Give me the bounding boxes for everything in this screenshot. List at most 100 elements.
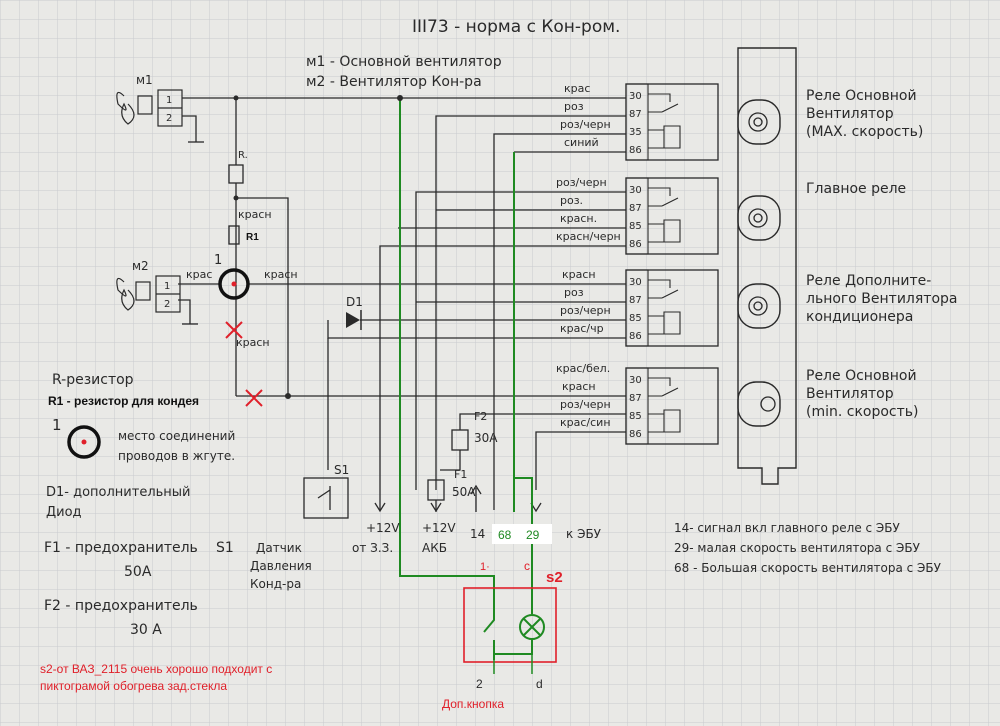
relay3-name-line2: льного Вентилятора <box>806 291 957 307</box>
wire-labels: крас роз роз/черн синий роз/черн роз. кр… <box>186 82 621 429</box>
wire-r2-86: красн/черн <box>556 230 621 243</box>
relay1-name-line3: (MAX. скорость) <box>806 124 923 140</box>
legend-s1-line1: Датчик <box>256 541 302 555</box>
wire-r1-86: синий <box>564 136 599 149</box>
wire-r4-85: роз/черн <box>560 398 611 411</box>
relay1-pin-35: 35 <box>629 127 642 138</box>
m1-pin-1: 1 <box>166 95 172 106</box>
relay4-pin-87: 87 <box>629 393 642 404</box>
wire-r3-85: роз/черн <box>560 304 611 317</box>
legend-r: R-резистор <box>52 372 134 388</box>
relay4-name-line1: Реле Основной <box>806 368 917 384</box>
relay-fan-max: 30 87 35 86 <box>625 83 719 161</box>
d1-label: D1 <box>346 295 363 309</box>
relay2-pin-30: 30 <box>629 185 642 196</box>
m2-legend: м2 - Вентилятор Кон-ра <box>306 74 482 90</box>
legend-f2-line2: 30 А <box>130 622 162 638</box>
cut-mark-icon <box>225 321 263 407</box>
relay-fan-min: 30 87 85 86 <box>625 367 719 445</box>
relay1-pin-30: 30 <box>629 91 642 102</box>
diagram-title: ІІІ73 - норма с Кон-ром. <box>412 17 620 37</box>
wire-r4-87: красн <box>562 380 596 393</box>
wire-r2-87: роз. <box>560 194 583 207</box>
legend-d1-line2: Диод <box>46 505 82 520</box>
relay-names: Реле Основной Вентилятор (MAX. скорость)… <box>806 88 957 420</box>
terminal-14: 14 <box>470 527 485 541</box>
wire-r1-35: роз/черн <box>560 118 611 131</box>
r-label: R. <box>238 150 248 161</box>
terminal-68: 68 <box>498 528 512 542</box>
f1-label: F1 <box>454 468 467 481</box>
s2-pin-2: 2 <box>476 677 483 691</box>
relay-main: 30 87 85 86 <box>625 177 719 255</box>
relay4-pin-86: 86 <box>629 429 642 440</box>
relay3-pin-87: 87 <box>629 295 642 306</box>
relay1-name-line2: Вентилятор <box>806 106 894 122</box>
m2-label: м2 <box>132 259 149 273</box>
dop-button-label: Доп.кнопка <box>442 697 504 711</box>
legend: R-резистор R1 - резистор для кондея 1 ме… <box>44 372 312 638</box>
relay3-name-line1: Реле Дополните- <box>806 273 931 289</box>
cross-wire-label: красн <box>236 336 270 349</box>
motor-m1 <box>116 89 183 127</box>
terminal-akb: АКБ <box>422 541 447 555</box>
motor-m2 <box>116 275 181 313</box>
legend-junction-line2: проводов в жгуте. <box>118 449 235 463</box>
diode-d1: D1 <box>346 295 363 330</box>
f2-value: 30А <box>474 431 498 445</box>
wire-krasn-r1: красн <box>238 208 272 221</box>
m2-pin-2: 2 <box>164 299 170 310</box>
wire-r1-87: роз <box>564 100 584 113</box>
terminal-12v-akb: +12V <box>422 521 456 535</box>
junction-dots <box>233 95 403 399</box>
ecu-notes: 14- сигнал вкл главного реле с ЭБУ 29- м… <box>674 521 942 575</box>
wire-r2-30: роз/черн <box>556 176 607 189</box>
terminal-from-zz: от З.З. <box>352 541 393 555</box>
relay4-pin-85: 85 <box>629 411 642 422</box>
s2-note-line2: пиктограмой обогрева зад.стекла <box>40 679 227 693</box>
m2-pin-1: 1 <box>164 281 170 292</box>
relay1-pin-87: 87 <box>629 109 642 120</box>
legend-junction-line1: место соединений <box>118 429 235 443</box>
legend-d1-line1: D1- дополнительный <box>46 485 191 500</box>
wire-r1-30: крас <box>564 82 590 95</box>
legend-f1-line1: F1 - предохранитель <box>44 540 198 556</box>
green-wiring <box>399 98 533 606</box>
s2-pin-d: d <box>536 677 543 691</box>
ecu-note-68: 68 - Большая скорость вентилятора с ЭБУ <box>674 561 942 575</box>
legend-f1-line2: 50А <box>124 564 152 580</box>
f2-label: F2 <box>474 410 487 423</box>
legend-junction-num: 1 <box>52 416 62 434</box>
wire-r3-30: красн <box>562 268 596 281</box>
relay3-name-line3: кондиционера <box>806 309 913 325</box>
switch-s2 <box>463 587 557 674</box>
ecu-note-14: 14- сигнал вкл главного реле с ЭБУ <box>674 521 901 535</box>
relay2-pin-85: 85 <box>629 221 642 232</box>
legend-f2-line1: F2 - предохранитель <box>44 598 198 614</box>
wire-krasn-m2: красн <box>264 268 298 281</box>
legend-s1-line2: Давления <box>250 559 312 573</box>
terminal-to-ecu: к ЭБУ <box>566 527 602 541</box>
s2-pin-c: с <box>524 559 530 573</box>
s2-note-line1: s2-от ВАЗ_2115 очень хорошо подходит с <box>40 662 272 676</box>
relay2-pin-87: 87 <box>629 203 642 214</box>
s2-label: s2 <box>546 569 563 586</box>
legend-s1-name: S1 <box>216 540 234 556</box>
relay3-pin-30: 30 <box>629 277 642 288</box>
s2-pin-1: 1· <box>480 561 490 573</box>
wire-kras-m2: крас <box>186 268 212 281</box>
s1-label: S1 <box>334 463 349 477</box>
relay3-pin-86: 86 <box>629 331 642 342</box>
junction-point <box>218 268 250 300</box>
m1-label: м1 <box>136 73 153 87</box>
black-wiring <box>178 97 626 519</box>
f1-value: 50А <box>452 485 476 499</box>
wire-r3-87: роз <box>564 286 584 299</box>
wire-r4-86: крас/син <box>560 416 611 429</box>
legend-junction-icon <box>67 425 101 459</box>
ecu-note-29: 29- малая скорость вентилятора с ЭБУ <box>674 541 921 555</box>
relay4-name-line2: Вентилятор <box>806 386 894 402</box>
